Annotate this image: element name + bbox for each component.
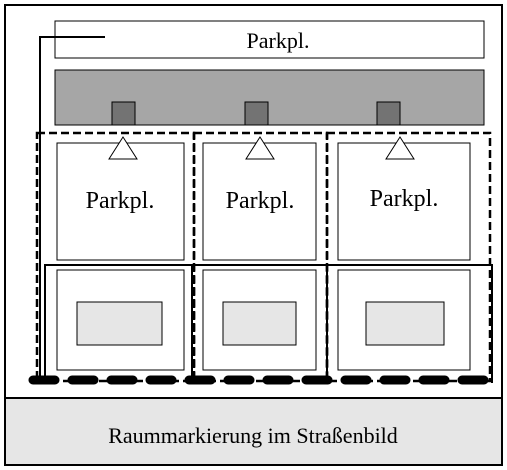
- parking-space-2: [202, 142, 317, 261]
- marker-1: [111, 101, 136, 126]
- lower-row-frame: [44, 264, 493, 383]
- parking-space-3: [337, 142, 471, 261]
- inner-rect-3: [365, 301, 445, 346]
- caption-band: [6, 398, 501, 464]
- triangle-marker-3: [385, 136, 415, 160]
- parking-space-label-1: Parkpl.: [86, 188, 155, 214]
- leader-line: [39, 36, 105, 383]
- marker-3: [376, 101, 401, 126]
- triangle-marker-1: [108, 136, 138, 160]
- caption-text: Raummarkierung im Straßenbild: [108, 423, 398, 448]
- triangle-marker-2: [245, 136, 275, 160]
- parking-space-1: [56, 142, 185, 261]
- inner-rect-1: [76, 301, 163, 346]
- parking-space-label-3: Parkpl.: [370, 186, 439, 212]
- top-label-text: Parkpl.: [247, 28, 310, 53]
- top-label-box: [54, 20, 485, 59]
- marker-2: [244, 101, 269, 126]
- inner-rect-2: [222, 301, 297, 346]
- parking-space-label-2: Parkpl.: [226, 188, 295, 214]
